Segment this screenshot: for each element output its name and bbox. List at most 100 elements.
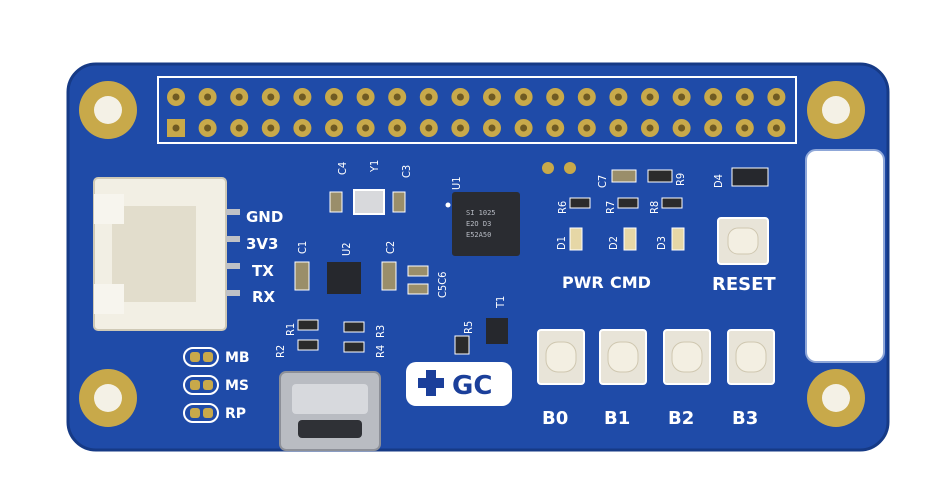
refdes-y1: Y1 bbox=[368, 160, 381, 173]
push-button-b3[interactable] bbox=[727, 329, 775, 385]
gpio-pin-hole bbox=[772, 93, 780, 101]
refdes-r1: R1 bbox=[284, 323, 297, 336]
mounting-hole-bottom-left bbox=[79, 369, 137, 427]
refdes-r2: R2 bbox=[274, 345, 287, 358]
crystal-y1 bbox=[353, 189, 385, 215]
logo-text: GC bbox=[452, 371, 492, 401]
label-ms: MS bbox=[225, 378, 249, 394]
gpio-pin-hole bbox=[772, 124, 780, 132]
label-3v3: 3V3 bbox=[246, 235, 278, 253]
capacitor-c6 bbox=[407, 283, 429, 295]
capacitor-c3 bbox=[392, 191, 406, 213]
resistor-r9 bbox=[647, 169, 673, 183]
gpio-header-pins bbox=[167, 88, 786, 137]
mounting-hole-top-left bbox=[79, 81, 137, 139]
refdes-d1: D1 bbox=[555, 236, 568, 250]
gpio-pin-hole bbox=[488, 124, 496, 132]
capacitor-c5 bbox=[407, 265, 429, 277]
jumper-pad-rp bbox=[183, 403, 219, 423]
label-pwr: PWR bbox=[562, 273, 604, 292]
gpio-pin-hole bbox=[583, 124, 591, 132]
led-d2 bbox=[623, 227, 637, 251]
resistor-r1 bbox=[297, 319, 319, 331]
refdes-r6: R6 bbox=[556, 201, 569, 214]
resistor-r8 bbox=[661, 197, 683, 209]
led-d1 bbox=[569, 227, 583, 251]
label-b2: B2 bbox=[668, 408, 694, 429]
diode-d4 bbox=[731, 167, 769, 187]
capacitor-c4 bbox=[329, 191, 343, 213]
gpio-pin-hole bbox=[646, 93, 654, 101]
chip-marking-line-1: SI 1025 bbox=[466, 209, 496, 217]
label-area bbox=[805, 149, 885, 363]
resistor-r3 bbox=[343, 321, 365, 333]
mounting-hole-bottom-right bbox=[807, 369, 865, 427]
refdes-r9: R9 bbox=[674, 173, 687, 186]
label-b3: B3 bbox=[732, 408, 758, 429]
chip-marking-line-3: E52A50 bbox=[466, 231, 491, 239]
micro-usb-port[interactable] bbox=[279, 371, 381, 451]
refdes-c7: C7 bbox=[596, 175, 609, 188]
refdes-d3: D3 bbox=[655, 236, 668, 250]
label-cmd: CMD bbox=[610, 273, 651, 292]
label-b0: B0 bbox=[542, 408, 568, 429]
gpio-pin-hole bbox=[330, 124, 338, 132]
gpio-pin-hole bbox=[646, 124, 654, 132]
gpio-pin-hole bbox=[362, 93, 370, 101]
gpio-header-outline bbox=[157, 76, 797, 144]
label-rx: RX bbox=[252, 288, 276, 306]
gpio-pin-hole bbox=[456, 93, 464, 101]
gpio-pin-hole bbox=[267, 93, 275, 101]
gpio-pin-hole bbox=[235, 124, 243, 132]
label-rp: RP bbox=[225, 406, 246, 422]
gpio-pin-hole bbox=[741, 93, 749, 101]
refdes-r7: R7 bbox=[604, 201, 617, 214]
refdes-c2: C2 bbox=[384, 241, 397, 254]
refdes-c1: C1 bbox=[296, 241, 309, 254]
refdes-c3: C3 bbox=[400, 165, 413, 178]
resistor-r4 bbox=[343, 341, 365, 353]
refdes-r4: R4 bbox=[374, 345, 387, 358]
gpio-pin-hole bbox=[425, 124, 433, 132]
gpio-pin-hole bbox=[488, 93, 496, 101]
refdes-r8: R8 bbox=[648, 201, 661, 214]
jst-connector bbox=[93, 177, 240, 331]
label-b1: B1 bbox=[604, 408, 630, 429]
resistor-r6 bbox=[569, 197, 591, 209]
refdes-d2: D2 bbox=[607, 236, 620, 250]
gpio-pin-hole bbox=[709, 124, 717, 132]
reset-button[interactable] bbox=[717, 217, 769, 265]
gpio-pin-hole bbox=[456, 124, 464, 132]
refdes-c4: C4 bbox=[336, 162, 349, 175]
led-d3 bbox=[671, 227, 685, 251]
refdes-r3: R3 bbox=[374, 325, 387, 338]
refdes-r5: R5 bbox=[462, 321, 475, 334]
push-button-b0[interactable] bbox=[537, 329, 585, 385]
label-reset: RESET bbox=[712, 274, 776, 295]
gpio-pin-hole bbox=[520, 124, 528, 132]
refdes-u1: U1 bbox=[450, 176, 463, 190]
capacitor-c2 bbox=[381, 261, 397, 291]
gpio-pin-hole bbox=[583, 93, 591, 101]
push-button-b1[interactable] bbox=[599, 329, 647, 385]
refdes-d4: D4 bbox=[712, 174, 725, 188]
jumper-pad-ms bbox=[183, 375, 219, 395]
gpio-pin-hole bbox=[520, 93, 528, 101]
gc-logo: GC bbox=[406, 362, 512, 406]
push-button-b2[interactable] bbox=[663, 329, 711, 385]
gpio-pin-hole bbox=[204, 124, 212, 132]
label-gnd: GND bbox=[246, 208, 283, 226]
label-tx: TX bbox=[252, 262, 274, 280]
refdes-u2: U2 bbox=[340, 242, 353, 256]
capacitor-c7 bbox=[611, 169, 637, 183]
gpio-pin-hole bbox=[425, 93, 433, 101]
gpio-pin-hole bbox=[614, 93, 622, 101]
refdes-t1: T1 bbox=[494, 296, 507, 309]
resistor-r2 bbox=[297, 339, 319, 351]
resistor-r5 bbox=[454, 335, 470, 355]
gpio-pin-hole bbox=[678, 124, 686, 132]
regulator-u2 bbox=[327, 262, 361, 294]
gpio-pin-hole bbox=[393, 93, 401, 101]
gpio-pin-hole bbox=[330, 93, 338, 101]
gpio-pin-hole bbox=[267, 124, 275, 132]
